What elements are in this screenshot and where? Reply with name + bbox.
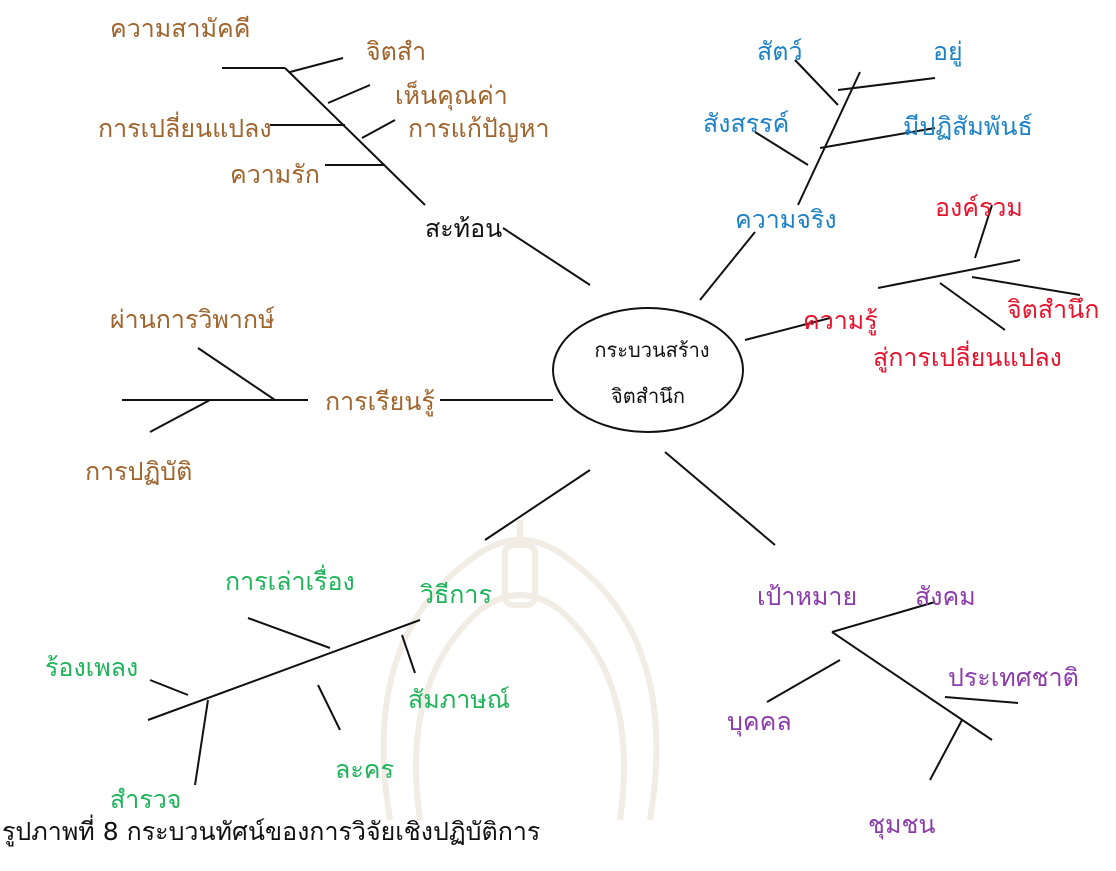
spoke-truth xyxy=(699,231,756,301)
branch-goal-lines xyxy=(766,601,1019,781)
knowledge-title-line2: สู่การเปลี่ยนแปลง xyxy=(873,340,1062,373)
goal-item-society: สังคม xyxy=(915,582,976,611)
reflect-item-change: การเปลี่ยนแปลง xyxy=(98,111,272,143)
goal-title: เป้าหมาย xyxy=(757,582,857,611)
truth-item-animal: สัตว์ xyxy=(757,37,803,66)
reflect-title: สะท้อน xyxy=(425,214,502,243)
method-item-storytelling: การเล่าเรื่อง xyxy=(225,564,355,596)
method-item-drama: ละคร xyxy=(335,755,394,784)
goal-item-nation: ประเทศชาติ xyxy=(948,663,1079,692)
learning-item-critique: ผ่านการวิพากษ์ xyxy=(110,305,275,334)
knowledge-title-line1: ความรู้ xyxy=(803,306,878,336)
figure-caption: รูปภาพที่ 8 กระบวนทัศน์ของการวิจัยเชิงปฏ… xyxy=(2,817,541,846)
goal-item-community: ชุมชน xyxy=(868,810,936,840)
knowledge-item-holistic: องค์รวม xyxy=(935,193,1023,222)
reflect-item-love: ความรัก xyxy=(230,160,320,189)
knowledge-item-consciousness: จิตสำนึก xyxy=(1007,295,1099,324)
method-item-interview: สัมภาษณ์ xyxy=(408,685,510,714)
center-label-line2: จิตสำนึก xyxy=(611,384,685,408)
learning-item-practice: การปฏิบัติ xyxy=(85,457,192,486)
truth-item-live: อยู่ xyxy=(933,37,963,67)
branch-method-lines xyxy=(147,617,421,786)
spoke-knowledge xyxy=(744,317,831,341)
method-item-singing: ร้องเพลง xyxy=(45,653,138,682)
center-node xyxy=(552,307,744,433)
spoke-method xyxy=(484,469,591,541)
reflect-item-conscious-partial: จิตสำ xyxy=(366,37,426,66)
reflect-item-value: เห็นคุณค่า xyxy=(395,80,508,111)
spoke-reflect xyxy=(502,227,591,286)
method-item-survey: สำรวจ xyxy=(110,785,181,814)
branch-reflect-lines xyxy=(222,57,426,206)
truth-item-socialize: สังสรรค์ xyxy=(703,109,789,138)
branch-learning-lines xyxy=(122,347,308,433)
goal-item-individual: บุคคล xyxy=(727,707,792,737)
branch-truth-lines xyxy=(754,59,936,206)
spoke-goal xyxy=(664,451,776,546)
truth-item-interact: มีปฏิสัมพันธ์ xyxy=(903,112,1033,141)
truth-title: ความจริง xyxy=(735,205,837,234)
reflect-item-unity: ความสามัคคี xyxy=(110,14,251,43)
method-title: วิธีการ xyxy=(420,580,492,609)
learning-title: การเรียนรู้ xyxy=(325,387,435,417)
reflect-item-problem-solving: การแก้ปัญหา xyxy=(408,114,550,143)
branch-knowledge-lines xyxy=(877,204,1081,331)
center-label-line1: กระบวนสร้าง xyxy=(594,338,709,362)
